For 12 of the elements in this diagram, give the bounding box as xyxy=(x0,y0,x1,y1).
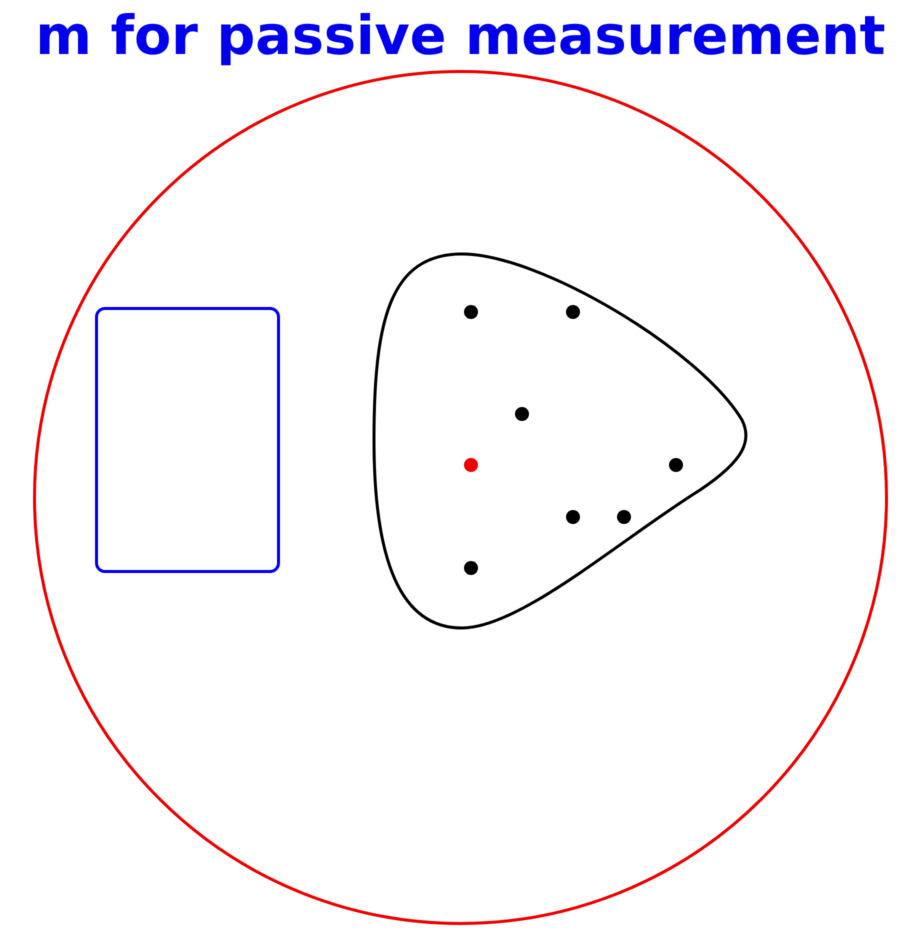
circle-region xyxy=(33,70,888,925)
point-marker xyxy=(464,458,478,472)
point-marker xyxy=(464,561,478,575)
point-marker xyxy=(566,305,580,319)
rounded-rectangle xyxy=(95,307,280,573)
point-marker xyxy=(566,510,580,524)
point-marker xyxy=(617,510,631,524)
point-marker xyxy=(464,305,478,319)
blob-region xyxy=(372,250,750,630)
point-marker xyxy=(515,407,529,421)
point-marker xyxy=(669,458,683,472)
title-heading: m for passive measurement xyxy=(36,4,886,67)
